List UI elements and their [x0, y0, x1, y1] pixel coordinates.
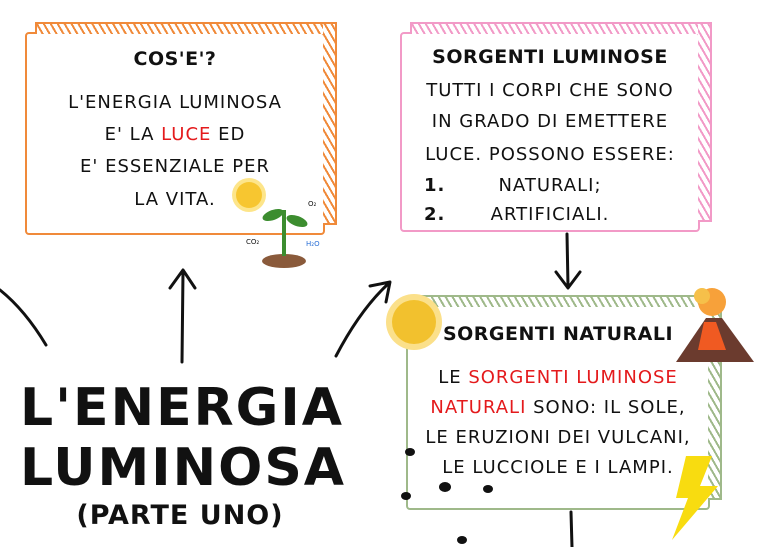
- list-item: 2. ARTIFICIALI.: [402, 204, 698, 225]
- naturali-line: LE ERUZIONI DEI VULCANI,: [425, 427, 691, 448]
- list-label: NATURALI;: [498, 175, 602, 196]
- list-label: ARTIFICIALI.: [490, 204, 610, 225]
- cose-line: E' ESSENZIALE PER: [80, 156, 270, 177]
- naturali-title: SORGENTI NATURALI: [442, 323, 674, 345]
- main-subtitle: (PARTE UNO): [76, 500, 284, 531]
- sun-icon: [392, 300, 436, 344]
- naturali-line: NATURALI SONO: IL SOLE,: [408, 397, 708, 418]
- sorgenti-line: TUTTI I CORPI CHE SONO: [426, 80, 674, 101]
- list-item: 1. NATURALI;: [402, 175, 698, 196]
- h2o-label: H₂O: [306, 240, 320, 248]
- naturali-line: LE LUCCIOLE E I LAMPI.: [442, 457, 674, 478]
- list-number: 2.: [424, 204, 446, 225]
- text: SONO: IL SOLE,: [526, 397, 686, 418]
- cose-line: L'ENERGIA LUMINOSA: [68, 92, 282, 113]
- main-title-line1: L'ENERGIA: [20, 378, 344, 438]
- box-stripe: [323, 22, 337, 225]
- lightning-icon: [672, 456, 718, 540]
- sorgenti-line: IN GRADO DI EMETTERE: [431, 111, 669, 132]
- text: E' LA: [104, 124, 162, 145]
- text: ED: [211, 124, 246, 145]
- cose-line: E' LA LUCE ED: [27, 124, 323, 145]
- firefly-icon: [401, 448, 493, 544]
- co2-label: CO₂: [246, 238, 260, 246]
- list-number: 1.: [424, 175, 446, 196]
- sorgenti-line: LUCE. POSSONO ESSERE:: [425, 144, 675, 165]
- naturali-box: SORGENTI NATURALI LE SORGENTI LUMINOSE N…: [406, 295, 722, 510]
- volcano-icon: [676, 288, 754, 362]
- line-left: [0, 288, 48, 347]
- text: LE: [438, 367, 469, 388]
- arrow-to-cose: [168, 268, 197, 364]
- highlight-text: LUCE: [161, 124, 212, 145]
- plant-sun-icon: O₂ CO₂ H₂O: [232, 180, 324, 272]
- cose-title: COS'E'?: [133, 48, 217, 70]
- box-stripe: [698, 22, 712, 222]
- main-title-line2: LUMINOSA: [20, 438, 347, 498]
- highlight-text: SORGENTI LUMINOSE: [468, 367, 678, 388]
- sorgenti-box: SORGENTI LUMINOSE TUTTI I CORPI CHE SONO…: [400, 22, 712, 232]
- line-down: [569, 510, 574, 547]
- arrow-to-naturali: [554, 232, 582, 290]
- o2-label: O₂: [308, 200, 317, 208]
- cose-box: COS'E'? L'ENERGIA LUMINOSA E' LA LUCE ED…: [25, 22, 337, 235]
- arrow-to-sorgenti: [334, 280, 392, 358]
- sorgenti-title: SORGENTI LUMINOSE: [432, 46, 668, 68]
- cose-line: LA VITA.: [134, 189, 216, 210]
- highlight-text: NATURALI: [430, 397, 527, 418]
- naturali-line: LE SORGENTI LUMINOSE: [408, 367, 708, 388]
